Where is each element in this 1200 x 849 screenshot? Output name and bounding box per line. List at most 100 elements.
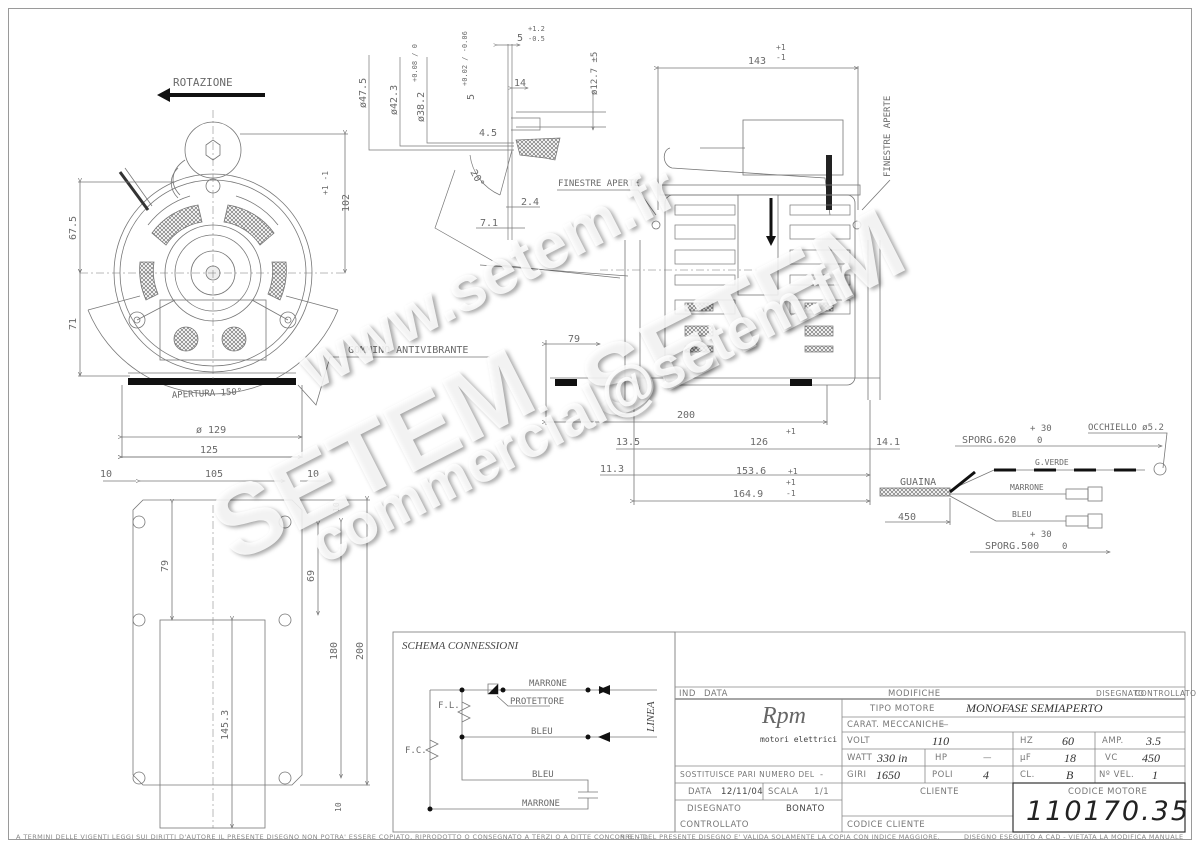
dim-143: 143 xyxy=(748,56,766,67)
rev-data-header: DATA xyxy=(704,689,728,699)
scala-label: SCALA xyxy=(768,787,799,797)
tol-38-2: +0.08 / 0 xyxy=(411,44,419,82)
dim-4-5: 4.5 xyxy=(479,128,497,139)
watt-label: WATT xyxy=(847,753,873,763)
tol-164-9-plus: +1 xyxy=(786,478,796,487)
rev-ind-header: IND xyxy=(679,689,696,699)
g-verde-label: G.VERDE xyxy=(1035,458,1069,467)
dim-dia-47-5: ø47.5 xyxy=(358,78,369,108)
tol-5-key: +0.02 / -0.06 xyxy=(461,31,469,86)
gommino-label: GOMMINO ANTIVIBRANTE xyxy=(348,345,468,356)
dim-2-4: 2.4 xyxy=(521,197,539,208)
data-label: DATA xyxy=(688,787,712,797)
tol-143-plus: +1 xyxy=(776,43,786,52)
tol-plus-top: +1.2 xyxy=(528,25,545,33)
dim-14-1: 14.1 xyxy=(876,437,900,448)
rotation-label: ROTAZIONE xyxy=(173,76,233,89)
hp-value: — xyxy=(983,753,992,763)
title-block-grid xyxy=(674,631,1186,833)
cliente-label: CLIENTE xyxy=(920,787,959,797)
rev-controllato-header: CONTROLLATO xyxy=(1135,689,1197,698)
sporg-620-tol-plus: + 30 xyxy=(1030,424,1052,434)
apertura-label: APERTURA 150° xyxy=(172,387,243,401)
dim-dia-129: ø 129 xyxy=(196,425,226,436)
dim-14: 14 xyxy=(514,78,526,89)
dim-105: 105 xyxy=(205,469,223,480)
dim-10b: 10 xyxy=(307,469,319,480)
vc-label: VC xyxy=(1105,753,1118,763)
sporg-500-label: SPORG.500 xyxy=(985,541,1039,552)
cl-label: CL. xyxy=(1020,770,1035,780)
schema-connessioni: SCHEMA CONNESSIONI MARRONE PROTETTORE BL… xyxy=(392,631,676,833)
schema-bleu-mid: BLEU xyxy=(531,727,553,737)
dim-200-side: 200 xyxy=(677,410,695,421)
carat-label: CARAT. MECCANICHE xyxy=(847,720,945,730)
schema-protettore: PROTETTORE xyxy=(510,697,564,707)
dim-13-5: 13.5 xyxy=(616,437,640,448)
schema-marrone-top: MARRONE xyxy=(529,679,567,689)
tol-minus-top: -0.5 xyxy=(528,35,545,43)
dim-11-3: 11.3 xyxy=(600,464,624,475)
hz-label: HZ xyxy=(1020,736,1034,746)
base-plate: 10 105 10 79 69 180 200 145.3 10 10 xyxy=(100,457,370,828)
dim-71: 71 xyxy=(68,318,79,330)
disegnato-label: DISEGNATO xyxy=(687,804,742,814)
bleu-cable-label: BLEU xyxy=(1012,510,1031,519)
scala-value: 1/1 xyxy=(814,787,830,797)
sostituisce-label: SOSTITUISCE PARI NUMERO DEL xyxy=(680,770,815,779)
shaft-detail: ø47.5 ø42.3 ø38.2 +0.08 / 0 5 +0.02 / -0… xyxy=(358,25,621,279)
dim-dia-38-2: ø38.2 xyxy=(416,92,427,122)
volt-label: VOLT xyxy=(847,736,871,746)
tipo-motore-label: TIPO MOTORE xyxy=(870,704,935,714)
dim-126: 126 xyxy=(750,437,768,448)
dim-79-side: 79 xyxy=(568,334,580,345)
dim-dia-42-3: ø42.3 xyxy=(389,85,400,115)
poli-label: POLI xyxy=(932,770,954,780)
dim-102-tol: +1 -1 xyxy=(321,171,330,195)
tol-153-6: +1 xyxy=(788,467,798,476)
drawing-sheet xyxy=(8,8,1192,840)
hp-label: HP xyxy=(935,753,948,763)
schema-bleu-low: BLEU xyxy=(532,770,554,780)
nvel-value: 1 xyxy=(1152,768,1158,782)
sporg-620-tol-minus: 0 xyxy=(1037,436,1042,446)
dim-5-key: 5 xyxy=(466,94,477,100)
schema-marrone-low: MARRONE xyxy=(522,799,560,809)
tol-164-9-minus: -1 xyxy=(786,489,796,498)
dim-67-5: 67.5 xyxy=(68,216,79,240)
footer-copyright: A TERMINI DELLE VIGENTI LEGGI SUI DIRITT… xyxy=(16,833,649,841)
sostituisce-value: - xyxy=(820,770,824,780)
giri-value: 1650 xyxy=(876,768,900,782)
guaina-label: GUAINA xyxy=(900,477,936,488)
volt-value: 110 xyxy=(932,734,950,748)
dim-dia-12-7: ø12.7 ±5 xyxy=(590,52,600,95)
dim-69: 69 xyxy=(306,570,317,582)
uf-value: 18 xyxy=(1064,751,1076,765)
dim-125: 125 xyxy=(200,445,218,456)
watt-value: 330 in xyxy=(877,751,908,765)
finestre-right-label: FINESTRE APERTE xyxy=(883,96,893,177)
hz-value: 60 xyxy=(1062,734,1074,748)
sporg-500-tol-plus: + 30 xyxy=(1030,530,1052,540)
carat-value: — xyxy=(940,720,949,730)
codice-motore-label: CODICE MOTORE xyxy=(1068,787,1148,797)
schema-linea: LINEA xyxy=(645,701,657,733)
front-view: ROTAZIONE APERTU xyxy=(68,76,490,458)
rev-modifiche-header: MODIFICHE xyxy=(888,689,941,699)
vc-value: 450 xyxy=(1142,751,1160,765)
rev-disegnato-header: DISEGNATO xyxy=(1096,689,1145,698)
dim-5-top: 5 xyxy=(517,33,523,44)
cl-value: B xyxy=(1066,768,1074,782)
codice-cliente-label: CODICE CLIENTE xyxy=(847,820,926,830)
rotation-arrow-icon xyxy=(157,88,265,102)
dim-153-6: 153.6 xyxy=(736,466,766,477)
amp-label: AMP. xyxy=(1102,736,1124,746)
dim-20-deg: 20° xyxy=(467,168,486,189)
schema-fl: F.L. xyxy=(438,701,460,711)
occhiello-label: OCCHIELLO ø5.2 xyxy=(1088,423,1164,433)
controllato-label: CONTROLLATO xyxy=(680,820,749,830)
footer-cad: DISEGNO ESEGUITO A CAD - VIETATA LA MODI… xyxy=(964,833,1184,841)
schema-fc: F.C. xyxy=(405,746,427,756)
dim-79-plate: 79 xyxy=(160,560,171,572)
